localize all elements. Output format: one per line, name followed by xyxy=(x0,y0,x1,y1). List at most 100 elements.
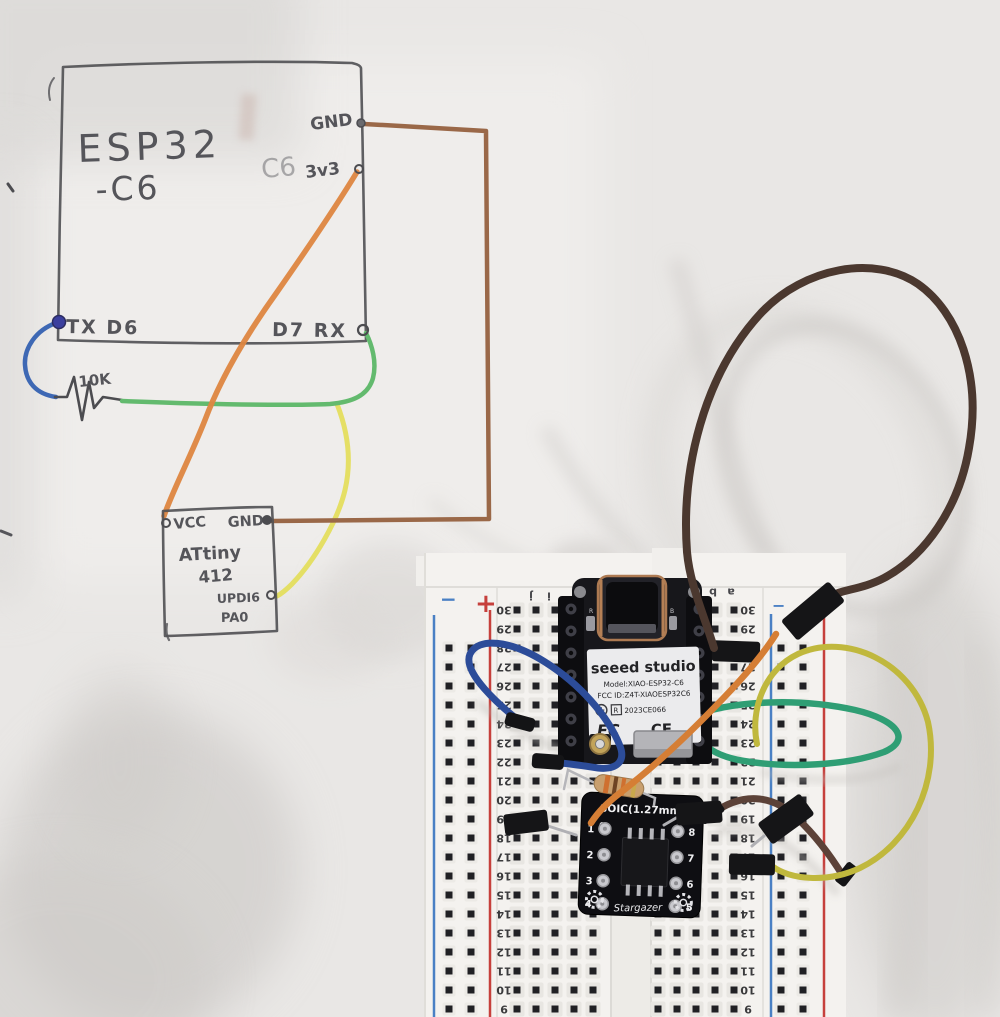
fcc-id-text: FCC ID:Z4T-XIAOESP32C6 xyxy=(597,689,691,700)
breadboard-hole xyxy=(711,986,719,994)
breadboard-hole xyxy=(532,891,540,899)
row-number: 29 xyxy=(496,623,511,636)
breadboard-hole xyxy=(467,777,475,785)
jumper-housing xyxy=(711,640,761,663)
breadboard-hole xyxy=(730,948,738,956)
breadboard-hole xyxy=(551,986,559,994)
breadboard-hole xyxy=(673,777,681,785)
breadboard-hole xyxy=(777,967,785,975)
breadboard-hole xyxy=(513,910,521,918)
pad-hole xyxy=(601,852,606,857)
row-number: 22 xyxy=(496,756,511,769)
cert-box-icon xyxy=(610,703,623,716)
jumper-housing xyxy=(782,582,844,640)
breadboard-hole xyxy=(551,872,559,880)
breadboard-hole xyxy=(654,1005,662,1013)
breadboard-hole xyxy=(532,986,540,994)
breadboard-hole xyxy=(673,986,681,994)
breadboard-hole xyxy=(513,701,521,709)
wire-shadow xyxy=(877,616,929,1017)
breadboard-hole xyxy=(799,929,807,937)
breadboard-hole xyxy=(445,986,453,994)
breadboard-hole xyxy=(532,929,540,937)
breadboard-hole xyxy=(799,891,807,899)
chip-leg xyxy=(658,885,663,897)
breadboard-hole xyxy=(654,967,662,975)
soft-shadow xyxy=(0,860,210,1017)
pin-label-tx-d6: TX D6 xyxy=(66,316,140,339)
drawn-resistor-zigzag xyxy=(53,375,124,422)
breadboard-hole xyxy=(777,948,785,956)
breadboard-hole xyxy=(654,929,662,937)
breadboard-hole xyxy=(711,910,719,918)
wire-shadow xyxy=(759,762,902,784)
breadboard-hole xyxy=(692,948,700,956)
breadboard-hole xyxy=(692,986,700,994)
breadboard-hole xyxy=(445,720,453,728)
row-number: 9 xyxy=(500,1003,508,1016)
header-socket-hole xyxy=(568,694,574,700)
breadboard-hole xyxy=(711,1005,719,1013)
breadboard-hole xyxy=(730,1005,738,1013)
row-number: 10 xyxy=(740,984,756,997)
row-number: 9 xyxy=(744,1003,752,1016)
breadboard-hole xyxy=(711,682,719,690)
row-number: 27 xyxy=(496,661,511,674)
breadboard-hole xyxy=(799,682,807,690)
soic-title: SOIC(1.27mm) xyxy=(600,803,686,818)
row-number: 12 xyxy=(740,946,755,959)
row-number: 12 xyxy=(496,946,511,959)
breadboard-hole xyxy=(513,967,521,975)
breadboard-hole xyxy=(551,625,559,633)
breadboard-hole xyxy=(551,701,559,709)
header-socket-hole xyxy=(568,650,574,656)
breadboard-hole xyxy=(445,929,453,937)
soic-pin-number: 5 xyxy=(685,903,692,914)
breadboard-hole xyxy=(532,682,540,690)
soic-pin-number: 3 xyxy=(585,876,592,887)
breadboard-hole xyxy=(532,796,540,804)
breadboard-hole xyxy=(799,834,807,842)
wire-shadow xyxy=(965,637,1000,1017)
attiny-label: ATtiny xyxy=(178,543,242,566)
led-b xyxy=(669,616,677,630)
breadboard-hole xyxy=(692,1005,700,1013)
row-number: 16 xyxy=(496,870,512,883)
breadboard-hole xyxy=(445,682,453,690)
breadboard-hole xyxy=(513,739,521,747)
breadboard-hole xyxy=(532,777,540,785)
pin-dot-rx xyxy=(356,323,370,337)
breadboard-hole xyxy=(570,815,578,823)
breadboard-hole xyxy=(654,948,662,956)
rail-plus-left: + xyxy=(475,589,497,619)
breadboard-hole xyxy=(513,777,521,785)
pin-dot-tx xyxy=(51,314,67,330)
column-letter: i xyxy=(547,590,551,603)
gear-icon xyxy=(673,893,693,913)
breadboard-hole xyxy=(692,777,700,785)
breadboard-hole xyxy=(513,682,521,690)
rail-minus-right: − xyxy=(772,596,785,615)
soic-pin-number: 6 xyxy=(686,880,693,891)
breadboard-hole xyxy=(799,739,807,747)
pad-hole xyxy=(674,881,679,886)
breadboard-hole xyxy=(711,834,719,842)
drawn-wire-blue xyxy=(22,320,59,400)
breadboard-hole xyxy=(445,891,453,899)
loop-shadow xyxy=(647,306,953,664)
marker-smudge xyxy=(238,93,257,141)
breadboard-hole xyxy=(532,834,540,842)
row-number: 10 xyxy=(496,984,512,997)
breadboard-hole xyxy=(445,948,453,956)
cert-number: 2023CE066 xyxy=(624,705,666,715)
resistor-lead xyxy=(562,768,599,791)
breadboard-hole xyxy=(730,910,738,918)
resistor-lead xyxy=(641,791,657,807)
breadboard-hole xyxy=(673,929,681,937)
breadboard-hole xyxy=(711,967,719,975)
breadboard-hole xyxy=(589,1005,597,1013)
breadboard-hole xyxy=(445,967,453,975)
breadboard-hole xyxy=(711,606,719,614)
chip-leg xyxy=(638,827,643,840)
breadboard-hole xyxy=(673,948,681,956)
